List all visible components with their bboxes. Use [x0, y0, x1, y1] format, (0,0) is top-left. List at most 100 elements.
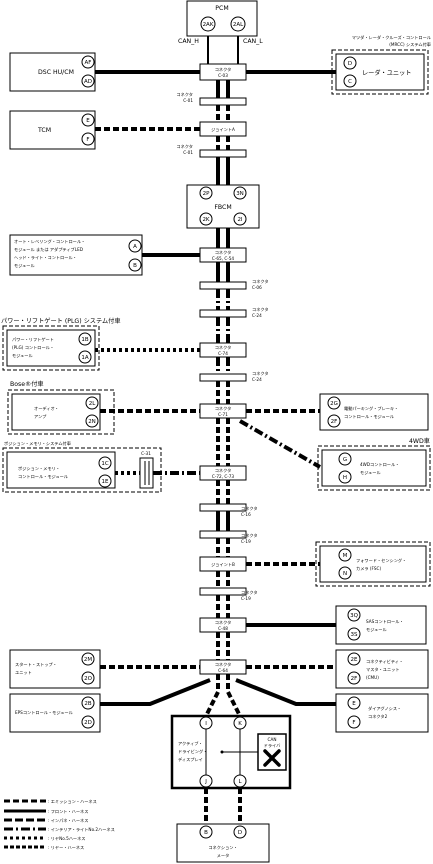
legend-item: : リヤNo.5ハーネス [4, 836, 85, 842]
module-label: (CMU) [366, 675, 379, 680]
module-label: オーディオ・ [34, 405, 59, 412]
legend-item: : インパネ・ハーネス [4, 818, 88, 824]
connector-label: コネクタ [252, 306, 269, 313]
joint-label: ジョイントA [211, 127, 235, 133]
module-label: モジュール [12, 353, 33, 358]
connector-id: C-31 [141, 451, 151, 456]
pin-label: 2G [330, 401, 338, 407]
connector-id: C-74 [218, 351, 228, 356]
pin-label: 3Q [350, 613, 358, 619]
module-label: メータ [217, 852, 230, 859]
connector-id: C-72, C-73 [212, 474, 235, 479]
awd-module: 4WD車 G H 4WDコントロール・ モジュール [317, 437, 431, 491]
pin-label: 2AL [233, 22, 244, 28]
option-title: (MRCC) システム付車 [389, 41, 431, 48]
pin-label: 1C [101, 461, 108, 467]
module-label: ヘッド・ライト・コントロール・ [14, 255, 77, 261]
module-label: モジュール [366, 627, 387, 632]
diag-connector-module: E F ダイアグノシス・ コネクタ2 [335, 693, 429, 733]
connector-id: C-16 [241, 512, 251, 517]
can-driver-box [257, 733, 287, 771]
pin [230, 16, 246, 32]
connector-label: コネクタ [215, 619, 232, 626]
legend-item: : エミッション・ハーネス [4, 799, 97, 805]
pin-label: AD [84, 79, 92, 85]
connector-id: C-03 [218, 73, 228, 78]
pin-label: K [238, 721, 242, 727]
module-label: コントロール・モジュール [344, 414, 394, 419]
module-label: パワー・リフトゲート [12, 336, 54, 343]
legend-label: : インテリア・ライトNo.2ハーネス [48, 827, 115, 833]
module-label: ユニット [15, 670, 32, 675]
pin-label: M [343, 553, 348, 559]
connector-c71: コネクタ C-71 [199, 403, 247, 419]
connector-label: コネクタ [241, 532, 258, 539]
pin [200, 16, 216, 32]
fbcm-module: FBCM 2P 3N 2K 2I [186, 184, 260, 229]
pin-label: 2B [84, 701, 91, 707]
module-label: ポジション・メモリ・ [18, 465, 60, 472]
module-label: コネクティビティ・ [366, 658, 403, 665]
option-title: ポジション・メモリ・システム付車 [4, 440, 71, 447]
connector-c74: コネクタ C-74 [199, 342, 247, 358]
module-label: 電動パーキング・ブレーキ・ [344, 405, 398, 412]
pin-label: 1E [102, 479, 109, 485]
connector-c19b: コネクタ C-19 [199, 587, 258, 601]
pin-label: 1A [81, 355, 88, 361]
option-title: マツダ・レーダ・クルーズ・コントロール [352, 34, 431, 41]
module-label: EPSコントロール・モジュール [15, 710, 73, 715]
connector-id: C-19 [241, 539, 251, 544]
legend-item: : リヤー・ハーネス [4, 845, 84, 851]
connector-c72: コネクタ C-72, C-73 [199, 465, 247, 481]
legend-label: : リヤー・ハーネス [48, 845, 84, 851]
pin-label: 2AK [203, 22, 214, 28]
module-label: ドライバ [264, 743, 281, 749]
pin-label: F [352, 720, 355, 726]
pin-label: 2F [331, 419, 338, 425]
plg-module: パワー・リフトゲート (PLG) システム付車 パワー・リフトゲート (PLG)… [1, 317, 121, 371]
connector-id: C-01 [183, 150, 193, 155]
module-label: スタート・ストップ・ [15, 661, 57, 668]
connector-c03: コネクタ C-03 [199, 63, 247, 81]
module-label: カメラ (FSC) [356, 566, 381, 572]
connector-id: C-24 [252, 313, 262, 318]
connector-c24a: コネクタ C-24 [199, 306, 269, 318]
legend-label: : リヤNo.5ハーネス [48, 836, 85, 842]
connector-id: C-06 [252, 285, 262, 290]
pin-label: 2P [203, 191, 210, 197]
pin-label: I [205, 721, 207, 727]
connector-label: コネクタ [176, 91, 193, 98]
legend-label: : インパネ・ハーネス [48, 818, 88, 824]
pin-label: E [352, 701, 356, 707]
fsc-module: M N フォワード・センシング・ カメラ (FSC) [315, 541, 431, 587]
can-h-label: CAN_H [178, 38, 199, 45]
pin-label: AF [85, 60, 92, 66]
module-label: 4WDコントロール・ [360, 462, 399, 467]
pin-label: D [238, 830, 242, 836]
can-l-label: CAN_L [243, 38, 263, 45]
pin-label: N [343, 571, 347, 577]
connector-label: コネクタ [215, 467, 232, 474]
tcm-module: TCM E F [9, 110, 96, 150]
module-label: FBCM [214, 204, 231, 211]
pin-label: E [86, 118, 90, 124]
connector-label: コネクタ [252, 370, 269, 377]
module-label: ドライビング・ [178, 748, 207, 755]
pin-label: H [343, 475, 347, 481]
legend-label: : フロント・ハーネス [48, 809, 88, 815]
connector-c48: コネクタ C-48 [199, 617, 247, 633]
connector-c19a: コネクタ C-19 [199, 530, 258, 544]
pin-label: 2D [84, 720, 92, 726]
connector-id: C-64 [218, 668, 228, 673]
pin-label: 3N [236, 191, 244, 197]
audio-module: Bose®付車 オーディオ・ アンプ 2L 2N [7, 380, 115, 435]
module-label: モジュール [360, 470, 381, 475]
connector-id: C-48 [218, 626, 228, 631]
branch-wires [95, 70, 336, 706]
module-label: コネクタ2 [368, 713, 388, 720]
startstop-module: スタート・ストップ・ ユニット 2M 2O [9, 649, 101, 689]
cmu-module: 2E 2F コネクティビティ・ マスタ・ユニット (CMU) [335, 649, 429, 689]
pin-label: 2K [202, 217, 209, 223]
epb-module: 2G 2F 電動パーキング・ブレーキ・ コントロール・モジュール [319, 393, 429, 431]
pcm-module: PCM 2AK 2AL CAN_H CAN_L [178, 0, 263, 45]
